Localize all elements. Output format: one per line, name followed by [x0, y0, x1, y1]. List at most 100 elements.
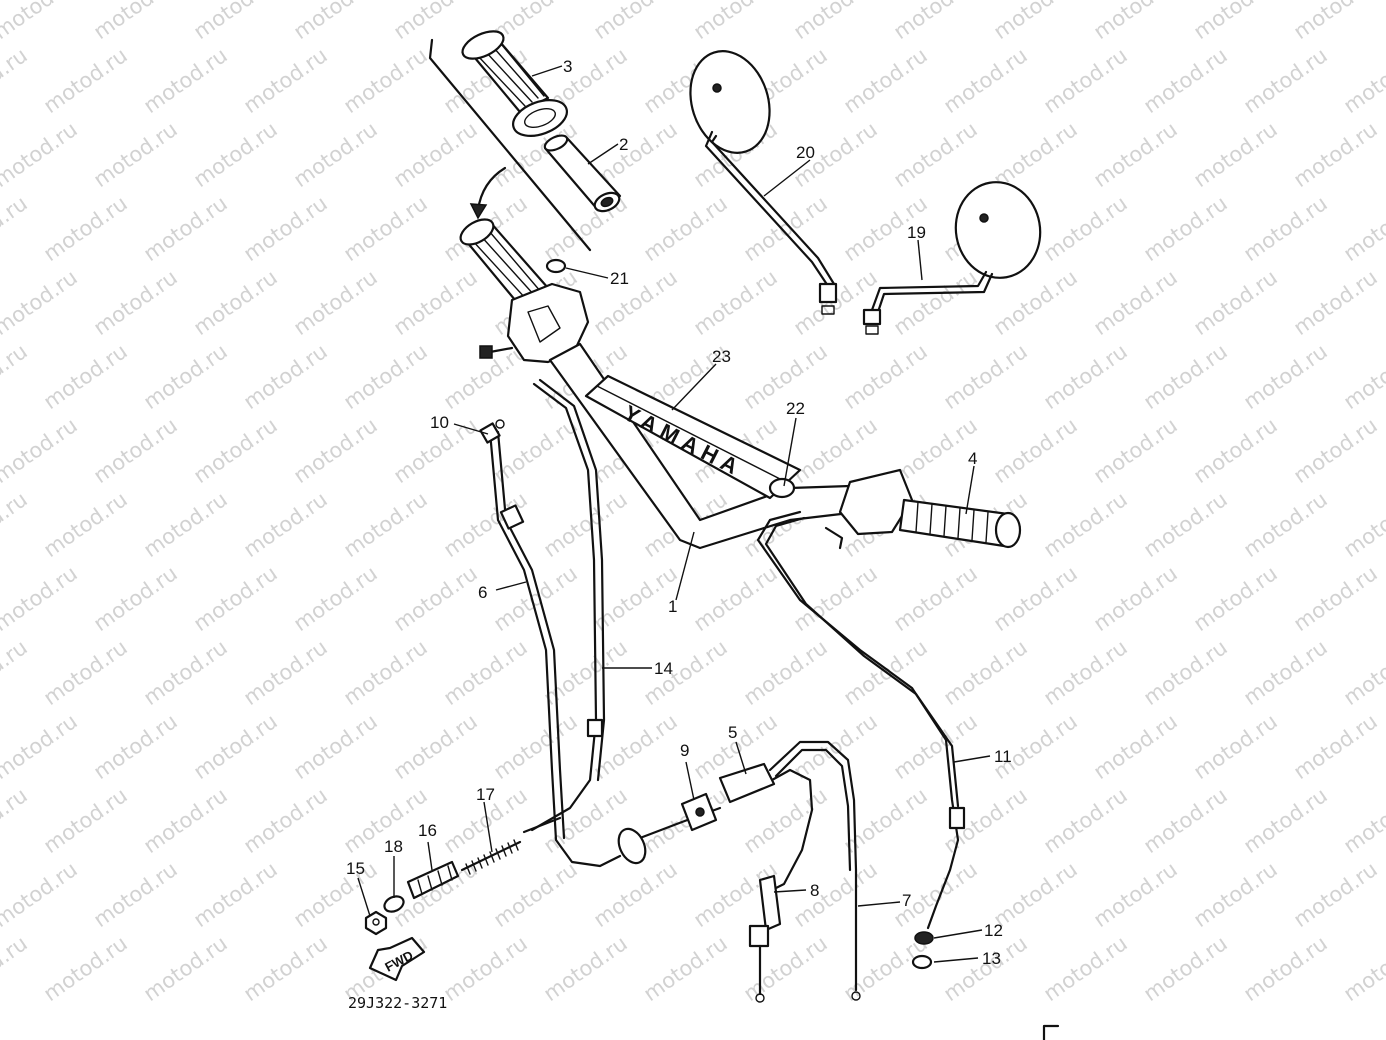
callout-12: 12	[984, 921, 1003, 940]
watermark-text: motod.ru	[689, 0, 782, 44]
watermark-text: motod.ru	[289, 413, 382, 488]
washer-12	[914, 931, 934, 945]
nut-15	[364, 910, 388, 936]
watermark-text: motod.ru	[0, 117, 82, 192]
watermark-text: motod.ru	[1289, 857, 1382, 932]
watermark-text: motod.ru	[1339, 635, 1386, 710]
watermark-text: motod.ru	[389, 0, 482, 44]
watermark-text: motod.ru	[889, 561, 982, 636]
callout-17: 17	[476, 785, 495, 804]
fwd-direction-badge: FWD	[368, 936, 426, 982]
watermark-text: motod.ru	[239, 931, 332, 1006]
watermark-text: motod.ru	[1239, 783, 1332, 858]
watermark-text: motod.ru	[339, 43, 432, 118]
watermark-text: motod.ru	[339, 635, 432, 710]
watermark-text: motod.ru	[189, 709, 282, 784]
watermark-text: motod.ru	[0, 857, 82, 932]
watermark-text: motod.ru	[939, 635, 1032, 710]
watermark-text: motod.ru	[89, 413, 182, 488]
mirror-20	[689, 50, 838, 315]
callout-1: 1	[668, 597, 677, 616]
watermark-text: motod.ru	[839, 339, 932, 414]
watermark-text: motod.ru	[389, 117, 482, 192]
collar-18	[383, 895, 405, 913]
callout-13: 13	[982, 949, 1001, 968]
watermark-text: motod.ru	[1039, 191, 1132, 266]
watermark-text: motod.ru	[89, 265, 182, 340]
watermark-text: motod.ru	[1289, 0, 1382, 44]
band-22	[768, 477, 796, 499]
watermark-text: motod.ru	[89, 117, 182, 192]
watermark-text: motod.ru	[139, 783, 232, 858]
mirror-19	[862, 181, 1042, 335]
watermark-text: motod.ru	[1339, 339, 1386, 414]
watermark-text: motod.ru	[1139, 783, 1232, 858]
watermark-text: motod.ru	[289, 561, 382, 636]
throttle-screw	[488, 346, 514, 354]
watermark-text: motod.ru	[589, 0, 682, 44]
watermark-text: motod.ru	[0, 635, 32, 710]
cable-7	[768, 740, 861, 1001]
watermark-text: motod.ru	[389, 265, 482, 340]
watermark-text: motod.ru	[789, 857, 882, 932]
watermark-text: motod.ru	[39, 487, 132, 562]
watermark-text: motod.ru	[689, 561, 782, 636]
watermark-text: motod.ru	[289, 0, 382, 44]
watermark-text: motod.ru	[689, 265, 782, 340]
watermark-text: motod.ru	[1089, 413, 1182, 488]
callout-18: 18	[384, 837, 403, 856]
watermark-text: motod.ru	[889, 0, 982, 44]
watermark-text: motod.ru	[1239, 635, 1332, 710]
watermark-text: motod.ru	[0, 413, 82, 488]
watermark-text: motod.ru	[1289, 413, 1382, 488]
watermark-text: motod.ru	[239, 635, 332, 710]
watermark-text: motod.ru	[1189, 117, 1282, 192]
watermark-text: motod.ru	[539, 931, 632, 1006]
watermark-text: motod.ru	[289, 117, 382, 192]
callout-15: 15	[346, 859, 365, 878]
callout-23: 23	[712, 347, 731, 366]
callout-5: 5	[728, 723, 737, 742]
grip-sleeve-2	[543, 134, 622, 213]
watermark-text: motod.ru	[139, 43, 232, 118]
watermark-text: motod.ru	[1239, 191, 1332, 266]
watermark-text: motod.ru	[289, 709, 382, 784]
watermark-text: motod.ru	[189, 561, 282, 636]
choke-cable-11	[756, 510, 966, 930]
callout-16: 16	[418, 821, 437, 840]
watermark-text: motod.ru	[1239, 43, 1332, 118]
watermark-text: motod.ru	[39, 43, 132, 118]
watermark-text: motod.ru	[1039, 783, 1132, 858]
watermark-text: motod.ru	[189, 413, 282, 488]
throttle-cable-14	[530, 378, 606, 832]
watermark-text: motod.ru	[989, 857, 1082, 932]
watermark-text: motod.ru	[0, 931, 32, 1006]
watermark-text: motod.ru	[1289, 709, 1382, 784]
watermark-text: motod.ru	[0, 783, 32, 858]
watermark-text: motod.ru	[189, 0, 282, 44]
watermark-text: motod.ru	[39, 931, 132, 1006]
watermark-text: motod.ru	[1239, 931, 1332, 1006]
spring-17	[460, 816, 562, 875]
grip-3	[461, 30, 568, 137]
watermark-text: motod.ru	[1339, 931, 1386, 1006]
watermark-text: motod.ru	[0, 487, 32, 562]
watermark-text: motod.ru	[589, 857, 682, 932]
watermark-text: motod.ru	[739, 783, 832, 858]
watermark-text: motod.ru	[1139, 487, 1232, 562]
watermark-text: motod.ru	[489, 709, 582, 784]
watermark-text: motod.ru	[139, 931, 232, 1006]
watermark-text: motod.ru	[1189, 413, 1282, 488]
watermark-text: motod.ru	[839, 43, 932, 118]
fitting-junction	[617, 827, 647, 865]
watermark-text: motod.ru	[889, 117, 982, 192]
watermark-text: motod.ru	[1139, 339, 1232, 414]
watermark-text: motod.ru	[1189, 857, 1282, 932]
callout-3: 3	[563, 57, 572, 76]
watermark-text: motod.ru	[989, 117, 1082, 192]
watermark-text: motod.ru	[1239, 487, 1332, 562]
watermark-text: motod.ru	[189, 265, 282, 340]
